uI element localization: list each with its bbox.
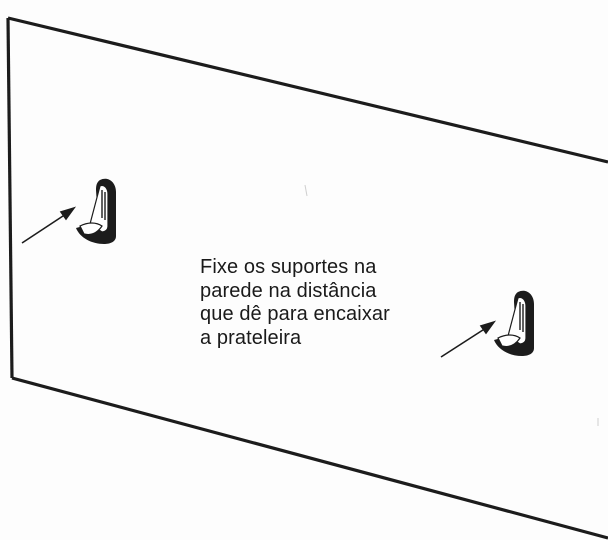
wall-left-edge <box>6 17 14 379</box>
instruction-line: parede na distância <box>200 279 377 302</box>
arrow-icon-right <box>440 320 497 358</box>
wall-panel <box>6 16 608 540</box>
wall-top-edge <box>7 16 608 164</box>
shelf-bracket-icon-right <box>494 290 534 356</box>
instruction-line: que dê para encaixar <box>200 303 390 325</box>
instruction-text: Fixe os suportes na parede na distância … <box>200 256 460 350</box>
wall-bottom-edge <box>11 376 608 540</box>
arrow-icon-left <box>21 206 77 244</box>
scan-specks <box>304 184 599 426</box>
shelf-bracket-icon-left <box>76 178 116 244</box>
instruction-line: Fixe os suportes na <box>200 256 377 278</box>
instruction-line: a prateleira <box>200 326 302 349</box>
